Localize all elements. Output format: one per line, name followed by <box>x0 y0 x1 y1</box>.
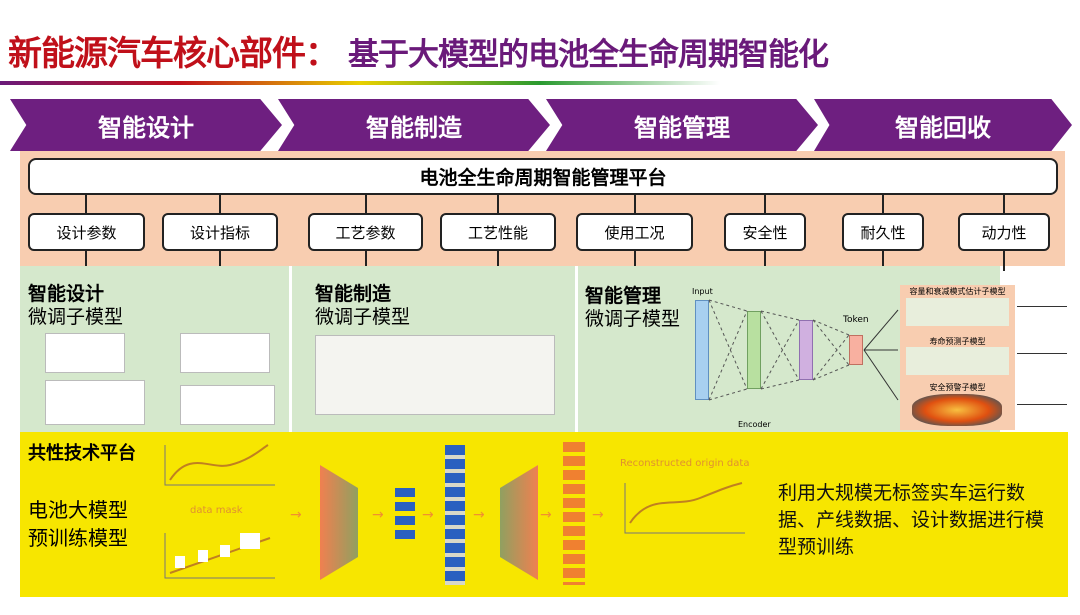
input-layer <box>695 300 709 400</box>
token-blocks <box>445 445 465 585</box>
network-lines <box>708 299 899 401</box>
arrow-icon: → <box>372 507 384 523</box>
encoder-label: Encoder <box>738 420 771 429</box>
arrow-icon: → <box>290 507 302 523</box>
section-title: 智能管理 <box>585 285 662 307</box>
model-line: 电池大模型 <box>28 498 128 522</box>
divider <box>289 266 292 432</box>
box-power: 动力性 <box>958 213 1050 251</box>
submodel-life: 寿命预测子模型 <box>929 337 986 346</box>
connector <box>1003 195 1005 213</box>
box-design-targets: 设计指标 <box>162 213 278 251</box>
output-blocks <box>563 442 585 585</box>
connector <box>497 251 499 279</box>
arrow-icon: → <box>592 507 604 523</box>
connector <box>219 195 221 213</box>
origin-curve-chart <box>164 444 275 486</box>
safety-heatmap <box>912 394 1002 426</box>
platform-box: 电池全生命周期智能管理平台 <box>28 158 1058 195</box>
input-label: Input <box>692 287 713 296</box>
box-design-params: 设计参数 <box>28 213 145 251</box>
pretrain-model-label: 电池大模型 预训练模型 <box>28 496 128 552</box>
title-underline <box>0 81 720 85</box>
latent-blocks <box>395 488 415 543</box>
life-chart <box>906 347 1009 375</box>
title-sub: 基于大模型的电池全生命周期智能化 <box>348 37 829 73</box>
divider <box>575 266 578 432</box>
section-subtitle: 微调子模型 <box>315 306 411 328</box>
reconstructed-label: Reconstructed origin data <box>620 458 750 469</box>
section-title: 智能制造 <box>315 283 392 305</box>
token-label: Token <box>843 315 869 325</box>
connector <box>219 251 221 279</box>
data-mask-label: data mask <box>190 505 243 516</box>
design-figure <box>180 333 270 373</box>
encoder-layer <box>799 320 813 380</box>
design-figure <box>180 385 275 425</box>
connector <box>85 195 87 213</box>
arrow-icon: → <box>473 507 485 523</box>
stage-design: 智能设计 <box>10 99 282 151</box>
connector <box>365 195 367 213</box>
connector <box>764 251 766 271</box>
connector <box>497 195 499 213</box>
model-line: 预训练模型 <box>28 526 128 550</box>
box-process-performance: 工艺性能 <box>440 213 556 251</box>
submodel-safety: 安全预警子模型 <box>929 383 986 392</box>
encoder-layer <box>747 311 761 389</box>
connector <box>882 251 884 271</box>
common-title: 共性技术平台 <box>28 443 136 464</box>
box-durability: 耐久性 <box>842 213 924 251</box>
design-figure <box>45 333 125 373</box>
output-arrow <box>1017 404 1067 405</box>
output-arrow <box>1017 306 1067 307</box>
connector <box>634 251 636 279</box>
section-title: 智能设计 <box>28 283 105 305</box>
section-subtitle: 微调子模型 <box>585 308 681 330</box>
section-subtitle: 微调子模型 <box>28 306 124 328</box>
connector <box>882 195 884 213</box>
connector <box>1003 251 1005 271</box>
masked-curve-chart <box>164 533 275 579</box>
pretrain-description: 利用大规模无标签实车运行数据、产线数据、设计数据进行模型预训练 <box>778 482 1045 558</box>
section-management: 智能管理 微调子模型 <box>585 285 680 331</box>
connector <box>365 251 367 279</box>
box-usage-conditions: 使用工况 <box>576 213 693 251</box>
box-process-params: 工艺参数 <box>308 213 423 251</box>
arrow-icon: → <box>422 507 434 523</box>
connector <box>634 195 636 213</box>
box-safety: 安全性 <box>724 213 806 251</box>
stage-recycle: 智能回收 <box>814 99 1072 151</box>
section-design: 智能设计 微调子模型 <box>28 283 123 329</box>
slide-title: 新能源汽车核心部件：基于大模型的电池全生命周期智能化 <box>8 26 829 75</box>
connector <box>764 195 766 213</box>
connector <box>85 251 87 279</box>
stage-manufacture: 智能制造 <box>278 99 550 151</box>
common-platform-area <box>20 432 1068 597</box>
output-arrow <box>1017 353 1067 354</box>
submodel-capacity: 容量和衰减模式估计子模型 <box>909 287 1006 296</box>
manufacture-figure <box>315 335 555 415</box>
reconstructed-curve-chart <box>624 482 745 534</box>
arrow-icon: → <box>540 507 552 523</box>
title-main: 新能源汽车核心部件： <box>8 34 339 74</box>
token-layer <box>849 335 863 365</box>
design-figure <box>45 380 145 425</box>
stage-management: 智能管理 <box>546 99 818 151</box>
section-manufacture: 智能制造 微调子模型 <box>315 283 410 329</box>
capacity-chart <box>906 298 1009 326</box>
